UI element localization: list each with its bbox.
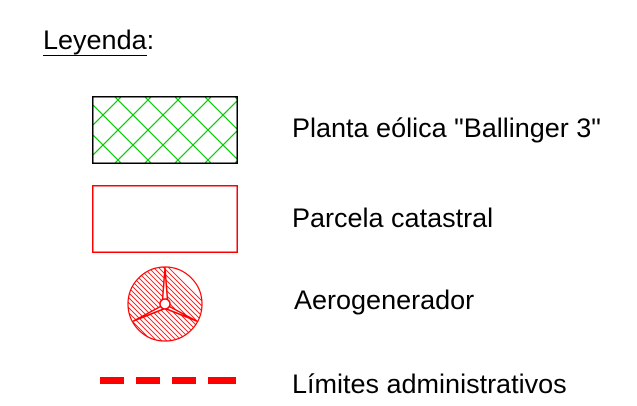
- wind-farm-label: Planta eólica "Ballinger 3": [292, 113, 601, 143]
- cadastral-parcel-symbol: [92, 185, 238, 253]
- wind-turbine-label: Aerogenerador: [294, 285, 475, 315]
- legend-title: Leyenda:: [43, 24, 154, 56]
- legend-title-text: Leyenda: [43, 25, 147, 56]
- cadastral-parcel-label: Parcela catastral: [292, 203, 494, 233]
- administrative-limits-symbol: [100, 372, 238, 388]
- wind-turbine-icon: [125, 264, 205, 344]
- wind-farm-symbol: [92, 96, 238, 164]
- administrative-limits-label: Límites administrativos: [292, 369, 567, 399]
- legend-title-colon: :: [146, 25, 155, 55]
